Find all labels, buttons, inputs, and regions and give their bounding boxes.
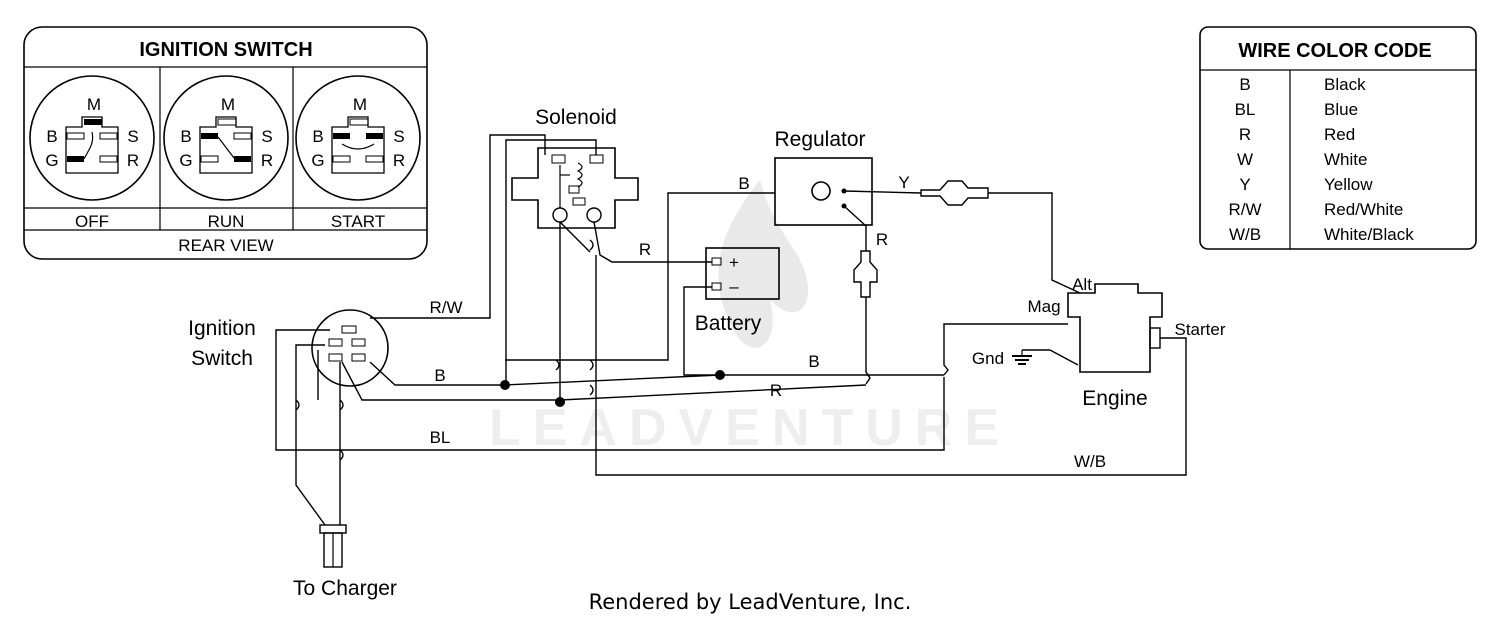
wire-label-bl: BL: [430, 428, 451, 447]
start-pin-b: B: [312, 127, 323, 146]
wire-code-title: WIRE COLOR CODE: [1238, 40, 1431, 62]
wire-code-abbrev: B: [1239, 75, 1250, 94]
solenoid: [511, 147, 639, 229]
position-run: RUN: [208, 212, 245, 231]
wire-label-b-battery: B: [808, 352, 819, 371]
position-off: OFF: [75, 212, 109, 231]
off-pin-g: G: [45, 151, 58, 170]
battery-minus: –: [729, 277, 739, 296]
wire-code-color-name: Black: [1324, 75, 1366, 94]
to-charger-label: To Charger: [293, 577, 397, 600]
red-connector: [853, 250, 878, 298]
off-pin-r: R: [127, 151, 139, 170]
wire-code-abbrev: W: [1237, 150, 1253, 169]
off-pin-s: S: [127, 127, 138, 146]
solenoid-label: Solenoid: [535, 106, 617, 129]
wire-label-r-main: R: [770, 381, 782, 400]
watermark: LEADVENTURE: [489, 180, 1011, 457]
wire-label-r-regulator: R: [876, 230, 888, 249]
alt-label: Alt: [1072, 275, 1092, 294]
wire-label-b-switch: B: [434, 366, 445, 385]
wire-label-r-solenoid: R: [639, 240, 651, 259]
junction-dot: [500, 380, 510, 390]
wire-code-color-name: Yellow: [1324, 175, 1373, 194]
ignition-legend-frame: [23, 26, 428, 260]
ignition-switch-legend: IGNITION SWITCH OFF RUN START REAR VIEW …: [23, 26, 428, 260]
charger-connector: [319, 524, 347, 568]
footer-credit: Rendered by LeadVenture, Inc.: [589, 590, 912, 614]
wire-label-wb: W/B: [1074, 452, 1106, 471]
wire-label-rw: R/W: [429, 298, 462, 317]
ignition-switch: [311, 309, 389, 387]
start-pin-r: R: [393, 151, 405, 170]
battery-label: Battery: [695, 312, 762, 335]
engine: [1067, 283, 1163, 373]
wire-code-color-name: White: [1324, 150, 1367, 169]
wire-code-color-name: White/Black: [1324, 225, 1414, 244]
switch-start-diagram: M B G S R: [295, 75, 421, 201]
switch-off-diagram: M B G S R: [29, 75, 155, 201]
ground-icon: [1012, 349, 1079, 366]
start-pin-g: G: [311, 151, 324, 170]
off-pin-b: B: [46, 127, 57, 146]
watermark-text: LEADVENTURE: [489, 399, 1011, 457]
wire-code-abbrev: BL: [1235, 100, 1256, 119]
ignition-switch-label-1: Ignition: [188, 317, 256, 340]
junction-dot: [715, 370, 725, 380]
start-pin-m: M: [353, 95, 367, 114]
wires: [275, 134, 1187, 526]
wire-code-color-name: Blue: [1324, 100, 1358, 119]
engine-label: Engine: [1082, 387, 1147, 410]
wire-code-frame: [1199, 26, 1477, 250]
position-start: START: [331, 212, 385, 231]
wire-code-color-name: Red: [1324, 125, 1355, 144]
run-pin-s: S: [261, 127, 272, 146]
regulator-label: Regulator: [774, 128, 865, 151]
yellow-connector: [920, 180, 989, 206]
wire-label-y: Y: [898, 173, 909, 192]
wire-code-color-name: Red/White: [1324, 200, 1403, 219]
gnd-label: Gnd: [972, 349, 1004, 368]
start-pin-s: S: [393, 127, 404, 146]
run-pin-r: R: [261, 151, 273, 170]
wire-code-abbrev: R: [1239, 125, 1251, 144]
ignition-switch-label-2: Switch: [191, 347, 253, 370]
wire-label-b-regulator: B: [738, 174, 749, 193]
ignition-legend-title: IGNITION SWITCH: [139, 39, 312, 61]
wire-code-abbrev: R/W: [1228, 200, 1261, 219]
watermark-flame-icon: [718, 180, 809, 348]
run-pin-b: B: [180, 127, 191, 146]
mag-label: Mag: [1027, 297, 1060, 316]
wire-code-abbrev: Y: [1239, 175, 1250, 194]
wire-code-abbrev: W/B: [1229, 225, 1261, 244]
junction-dot: [555, 397, 565, 407]
battery-plus: +: [729, 253, 739, 272]
starter-label: Starter: [1174, 320, 1225, 339]
run-pin-g: G: [179, 151, 192, 170]
switch-run-diagram: M B G S R: [163, 75, 289, 201]
off-pin-m: M: [87, 95, 101, 114]
rear-view-label: REAR VIEW: [178, 236, 273, 255]
run-pin-m: M: [221, 95, 235, 114]
